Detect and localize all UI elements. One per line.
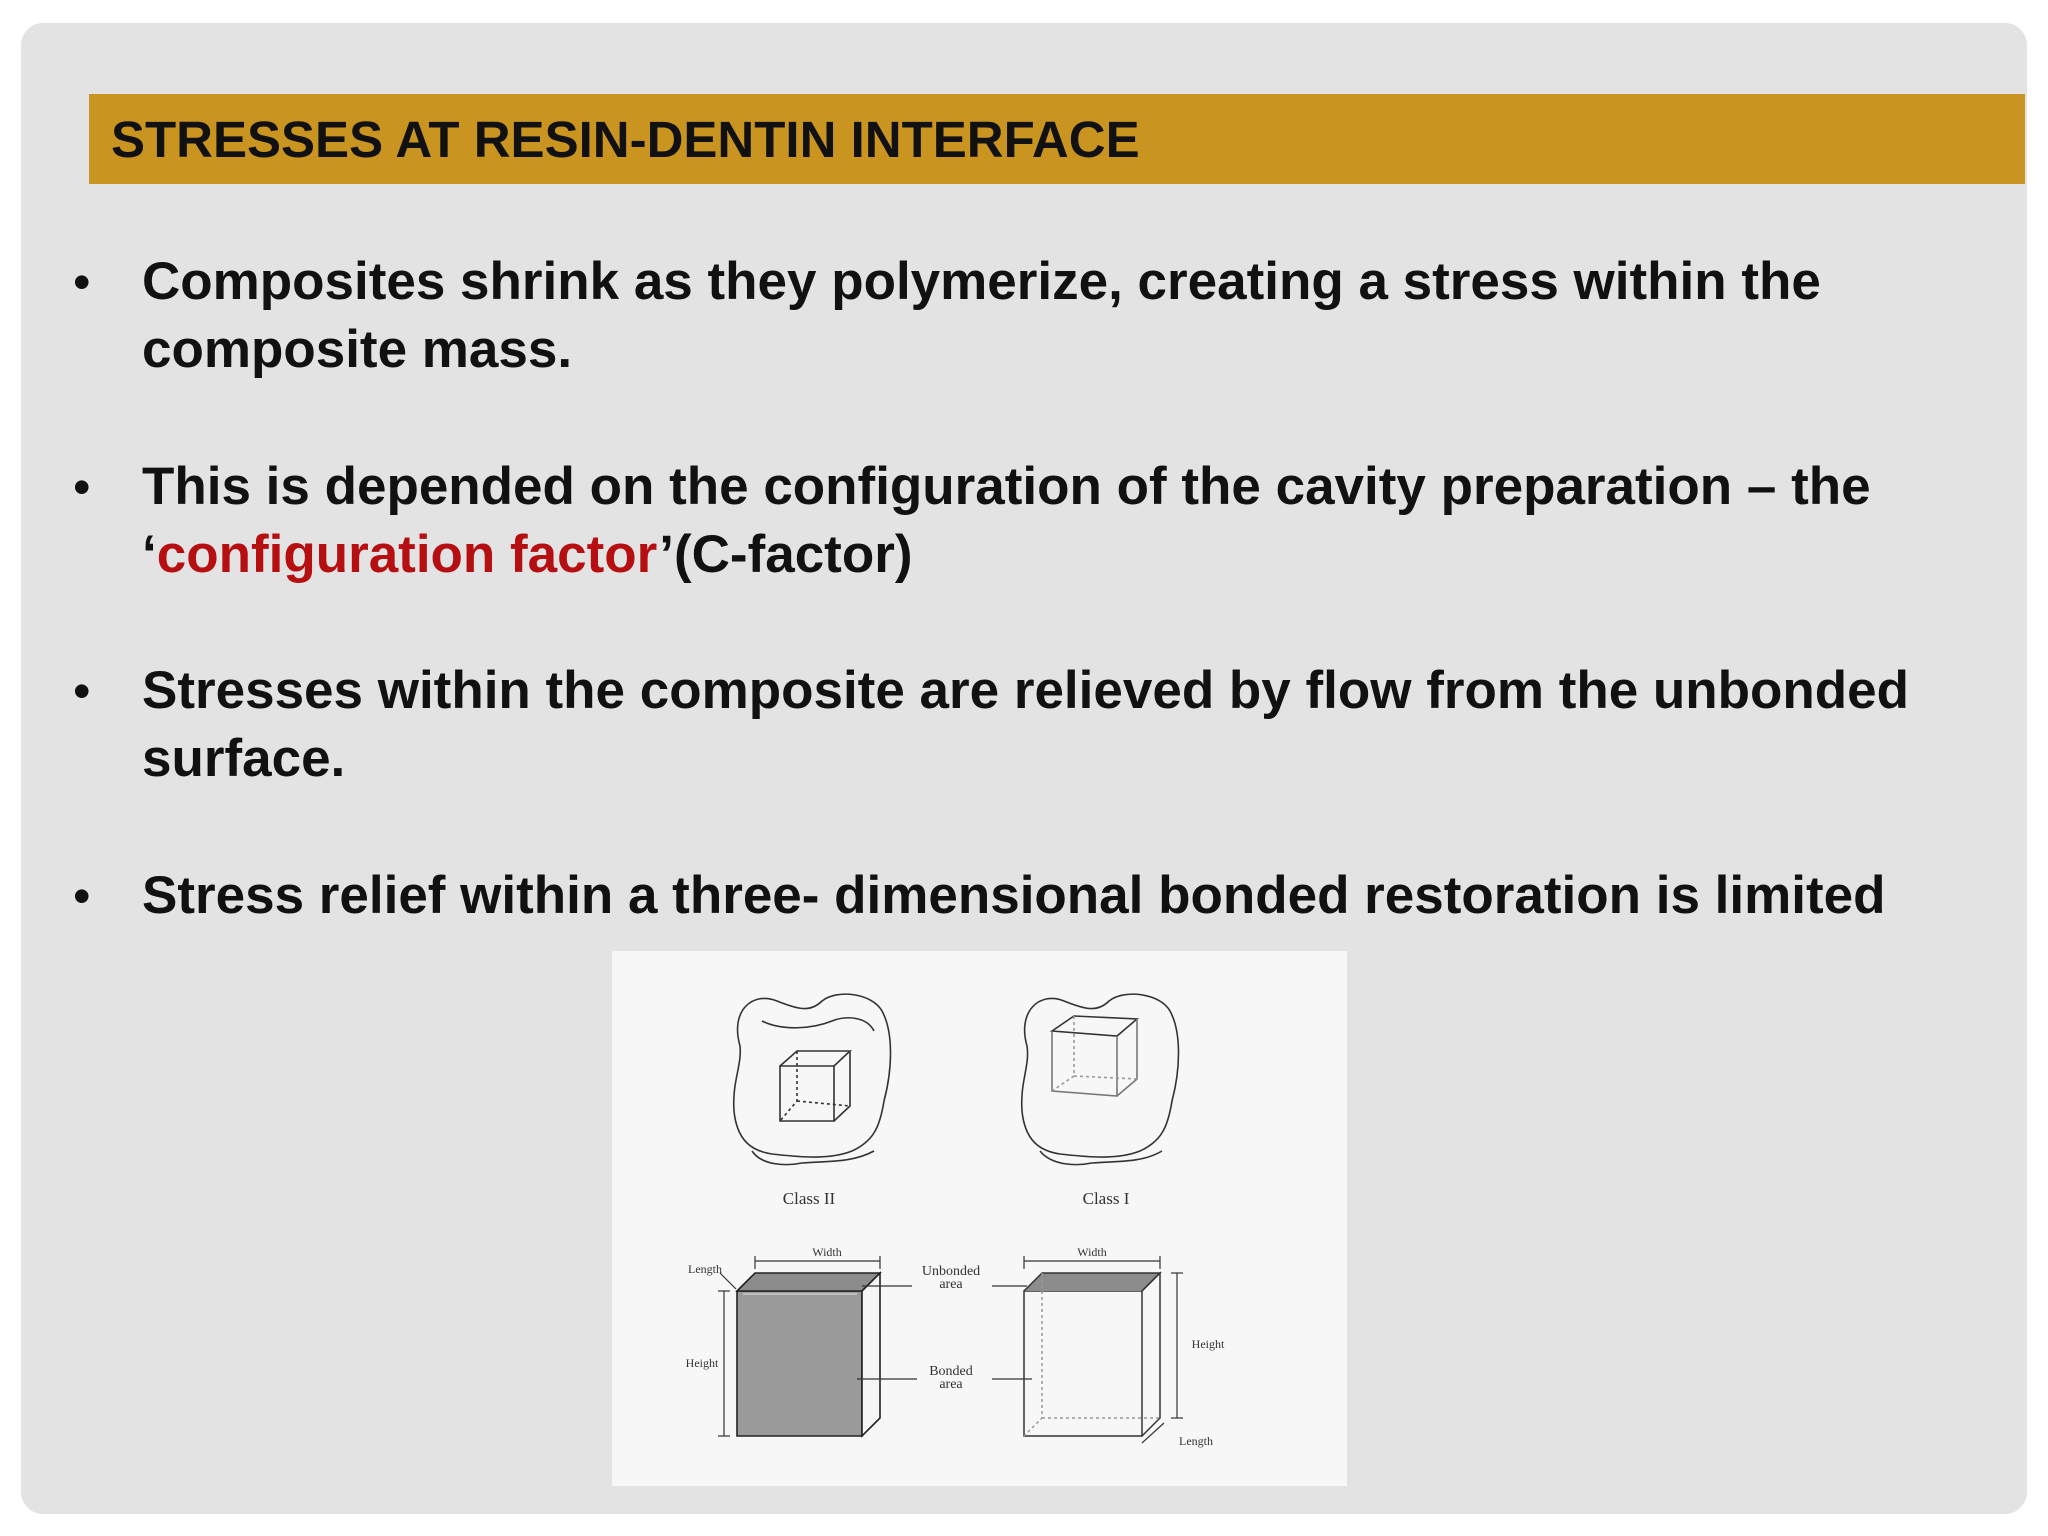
bullet-text: Stress relief within a three- dimensiona… (142, 866, 1886, 925)
slide-title: STRESSES AT RESIN-DENTIN INTERFACE (111, 110, 1140, 168)
bullet-text-after: ’(C-factor) (659, 525, 913, 584)
class-i-label: Class I (1083, 1189, 1130, 1208)
c-factor-diagram: Class II Class I Length (686, 993, 1225, 1448)
bullet-list: • Composites shrink as they polymerize, … (21, 23, 2027, 1514)
bullet-marker: • (73, 868, 91, 924)
left-width-label: Width (812, 1245, 842, 1259)
right-height-label: Height (1192, 1337, 1225, 1351)
left-height-label: Height (686, 1356, 719, 1370)
left-length-label: Length (688, 1262, 722, 1276)
bullet-text: Composites shrink as they polymerize, cr… (142, 252, 1821, 379)
unbonded-area-label: Unbonded (922, 1264, 980, 1279)
bullet-text: Stresses within the composite are reliev… (142, 661, 1910, 788)
right-box (1023, 1271, 1162, 1437)
bullet-text-before: This is depended on the configuration of… (142, 457, 1871, 584)
right-dimension-lines (992, 1256, 1183, 1444)
left-bonded-box (735, 1271, 882, 1438)
bonded-area-label-2: area (939, 1377, 963, 1392)
class-ii-tooth-drawing (732, 993, 892, 1166)
bullet-marker: • (73, 254, 91, 310)
c-factor-figure: Class II Class I Length (612, 951, 1347, 1486)
class-i-tooth-drawing (1020, 993, 1180, 1166)
bullet-text: This is depended on the configuration of… (142, 453, 2022, 589)
bonded-area-label: Bonded (929, 1364, 973, 1379)
right-length-label: Length (1179, 1434, 1213, 1448)
slide: STRESSES AT RESIN-DENTIN INTERFACE • Com… (21, 23, 2027, 1514)
unbonded-area-label-2: area (939, 1277, 963, 1292)
class-ii-label: Class II (783, 1189, 836, 1208)
right-width-label: Width (1077, 1245, 1107, 1259)
left-dimension-lines (718, 1256, 917, 1437)
highlighted-term: configuration factor (156, 525, 660, 584)
bullet-marker: • (73, 663, 91, 719)
bullet-marker: • (73, 459, 91, 515)
title-bar: STRESSES AT RESIN-DENTIN INTERFACE (89, 94, 2025, 184)
